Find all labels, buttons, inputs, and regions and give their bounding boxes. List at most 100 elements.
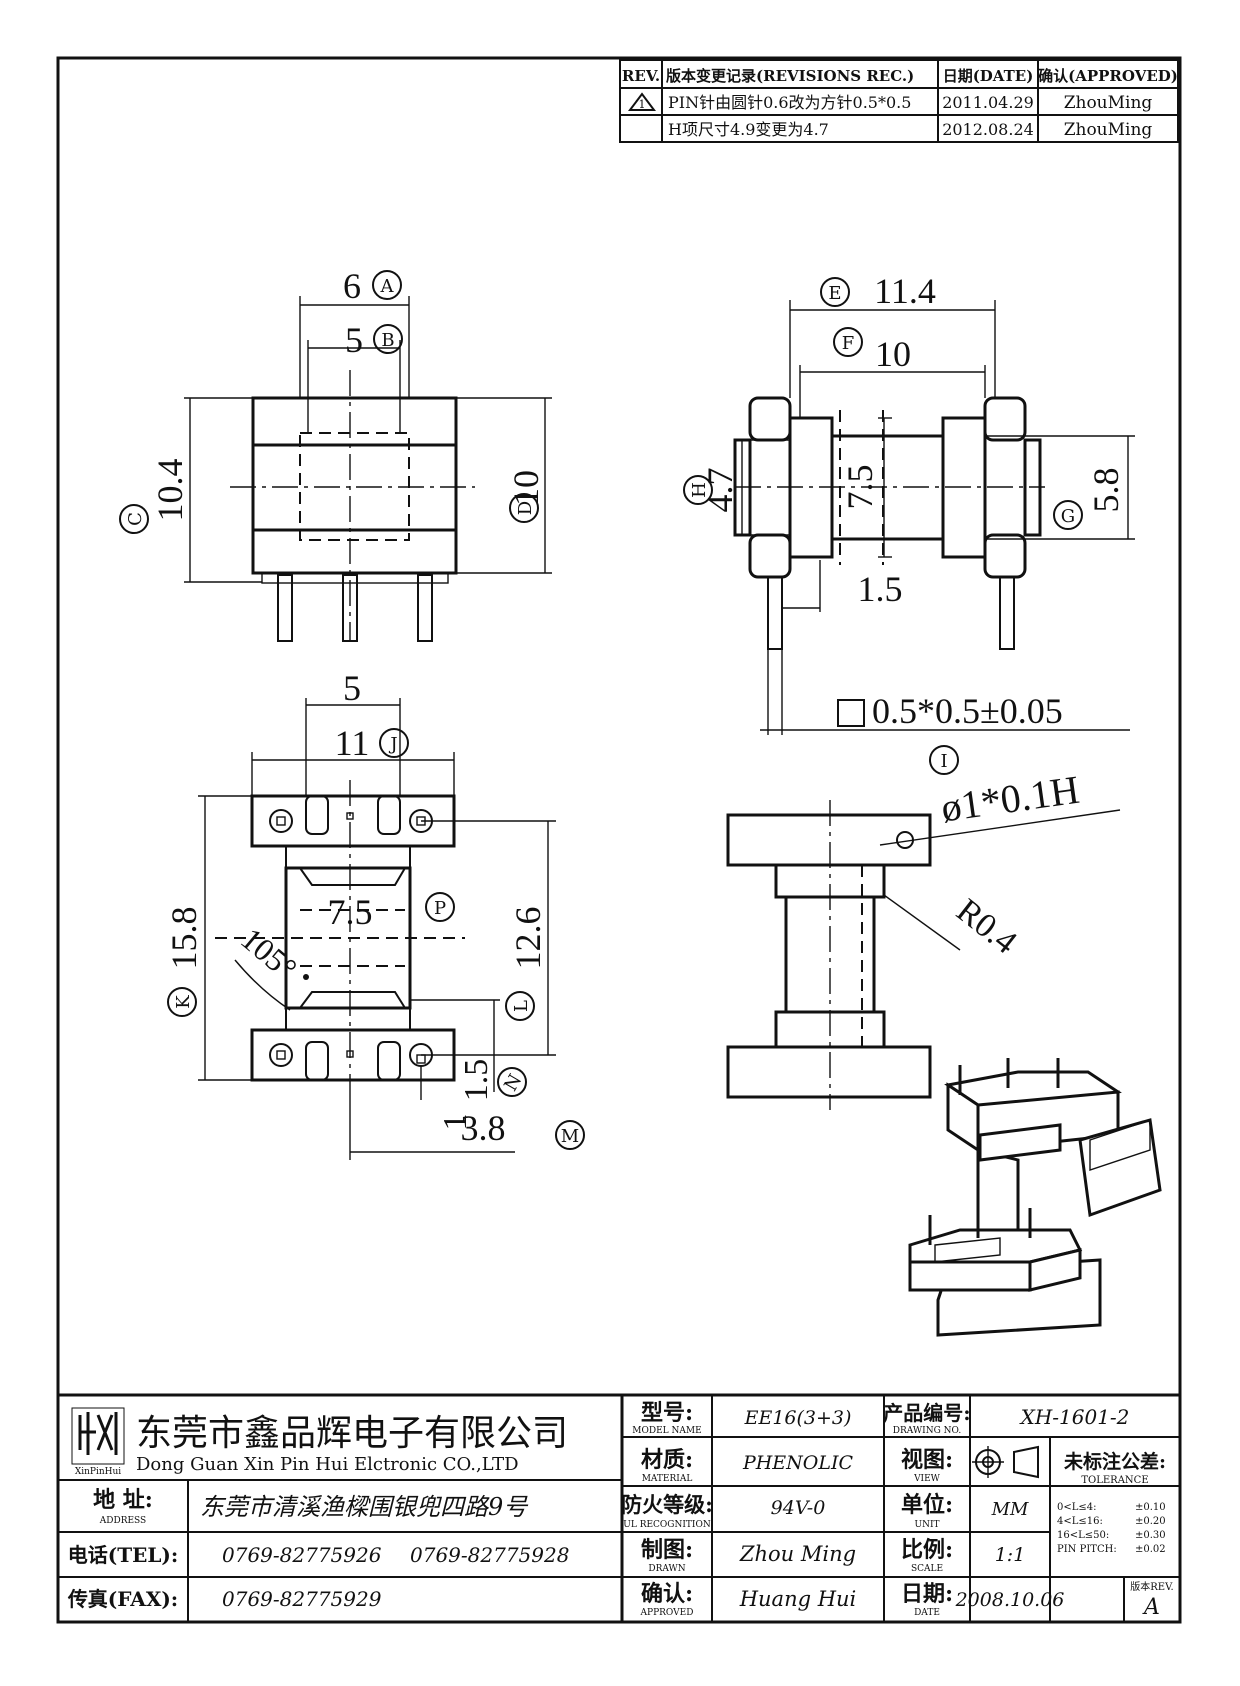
dim-angle-value: 105° [234,920,304,987]
revision-table: REV. 版本变更记录(REVISIONS REC.) 日期(DATE) 确认(… [619,59,1179,143]
dim-radius-value: R0.4 [949,892,1023,961]
dim-d-tag-circle [509,493,539,523]
material-sublabel: MATERIAL [642,1474,693,1484]
projection-symbol-icon [972,1445,1039,1479]
approved-label: 确认: [641,1581,693,1607]
rev-value: A [1142,1595,1160,1620]
tolerance-sublabel: TOLERANCE [1081,1475,1148,1486]
rev-row2-approved: ZhouMing [1064,120,1153,140]
view-sublabel: VIEW [913,1474,941,1484]
material-label: 材质: [641,1447,693,1473]
dim-f-tag: F [842,333,855,354]
approved-sublabel: APPROVED [640,1608,694,1618]
side-view [733,300,1135,735]
dim-f-value: 10 [875,334,911,374]
dim-c-tag-circle [119,504,149,534]
dim-e-tag: E [828,283,841,304]
tolerance-label: 未标注公差: [1063,1450,1166,1473]
approved-value: Huang Hui [739,1587,857,1611]
dim-k-tag-circle [167,987,197,1017]
dim-m-tag-circle [555,1120,585,1150]
square-pin-icon [837,699,865,727]
revision-header: 版本变更记录(REVISIONS REC.) [666,67,914,85]
drawn-value: Zhou Ming [739,1542,856,1566]
approved-header: 确认(APPROVED) [1038,67,1178,85]
dim-c-value: 10.4 [150,459,190,522]
address-sublabel: ADDRESS [99,1516,146,1526]
dim-g-tag: G [1061,506,1075,527]
dim-p-tag-circle [425,892,455,922]
company-name-en: Dong Guan Xin Pin Hui Elctronic CO.,LTD [136,1454,519,1475]
dim-c-tag: C [125,512,146,526]
dim-h-tag: H [689,482,710,498]
rev-row1-approved: ZhouMing [1064,93,1153,113]
model-sublabel: MODEL NAME [632,1426,701,1436]
ul-sublabel: UL RECOGNITION [623,1520,711,1530]
dim-top-value: 5 [343,668,361,708]
logo-text: XinPinHui [75,1467,121,1477]
bottom-view [198,698,556,1160]
dim-b-tag: B [381,330,394,351]
tolerance-value-2: ±0.20 [1135,1516,1166,1527]
rev-row1-date: 2011.04.29 [942,93,1034,112]
dim-b-value: 5 [345,320,363,360]
dim-l-tag-circle [505,991,535,1021]
dim-e-tag-circle [820,277,850,307]
drawing-no-value: XH-1601-2 [1019,1405,1130,1429]
dim-n-tag-circle [497,1067,527,1097]
tel-value-2: 0769-82775928 [410,1543,569,1567]
dim-g-tag-circle [1053,500,1083,530]
dim-b-tag-circle [373,324,403,354]
address-label: 地 址: [93,1487,153,1513]
unit-value: MM [991,1499,1029,1520]
dim-f-tag-circle [833,327,863,357]
dim-inner-value: 7.5 [840,465,880,510]
scale-label: 比例: [901,1537,953,1563]
dim-m-tag: M [561,1126,579,1147]
fax-value: 0769-82775929 [222,1587,382,1611]
dim-a-tag-circle [372,270,402,300]
view-label: 视图: [901,1447,953,1473]
sheet-border [56,56,1182,1624]
rev-row2-date: 2012.08.24 [942,120,1034,139]
dim-g-value: 5.8 [1086,468,1126,513]
scale-value: 1:1 [995,1544,1026,1566]
fax-label: 传真(FAX): [67,1587,178,1611]
date-label: 日期: [901,1581,953,1607]
tolerance-range-2: 4<L≤16: [1057,1516,1103,1527]
scale-sublabel: SCALE [911,1564,943,1574]
rev-row1-desc: PIN针由圆针0.6改为方针0.5*0.5 [668,93,911,112]
drawn-sublabel: DRAWN [648,1564,685,1574]
dim-h-value: 4.7 [700,468,740,513]
dim-a-value: 6 [343,266,361,306]
model-value: EE16(3+3) [744,1407,852,1429]
unit-sublabel: UNIT [914,1520,939,1530]
date-value: 2008.10.06 [955,1589,1065,1611]
tolerance-range-3: 16<L≤50: [1057,1530,1109,1541]
tolerance-value-1: ±0.10 [1135,1502,1166,1513]
dim-pin-offset-value: 1.5 [858,569,903,609]
dim-i-tag: I [940,751,947,772]
tel-value-1: 0769-82775926 [222,1543,382,1567]
revision-triangle-icon [628,92,656,111]
dim-l-tag: L [511,1000,532,1012]
tolerance-value-3: ±0.30 [1135,1530,1166,1541]
dim-m-value: 3.8 [461,1108,506,1148]
material-value: PHENOLIC [742,1452,854,1474]
section-view [726,800,1121,1110]
rev-label: 版本REV. [1130,1580,1173,1593]
tolerance-range-4: PIN PITCH: [1057,1544,1117,1555]
rev-row2-desc: H项尺寸4.9变更为4.7 [668,120,829,139]
dim-d-tag: D [515,501,536,515]
isometric-view [908,1058,1162,1337]
drawing-no-label: 产品编号: [883,1401,970,1425]
ul-value: 94V-0 [771,1497,826,1519]
tolerance-value-4: ±0.02 [1135,1544,1166,1555]
tolerance-range-1: 0<L≤4: [1057,1502,1097,1513]
dim-k-value: 15.8 [164,907,204,970]
dim-n-value: 1.5 [458,1059,495,1102]
dim-k-tag: K [173,995,194,1009]
company-name-cn: 东莞市鑫品辉电子有限公司 [136,1413,568,1454]
company-logo [71,1407,125,1465]
